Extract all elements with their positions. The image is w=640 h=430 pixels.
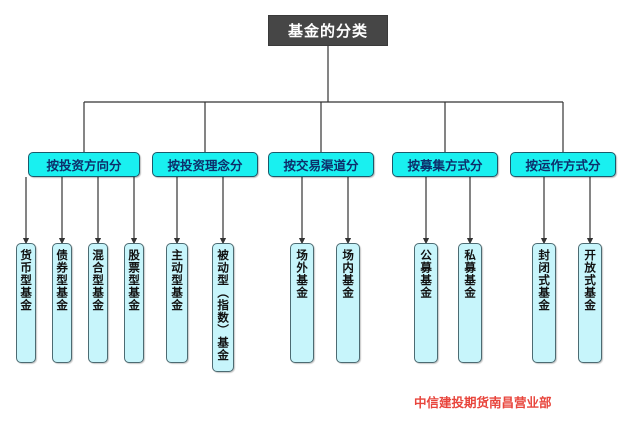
leaf-label: 场外基金 [295, 249, 310, 299]
leaf-box-1-1[interactable]: 货币型基金 [16, 243, 36, 363]
diagram-title-box: 基金的分类 [268, 15, 388, 46]
leaf-box-2-2[interactable]: 被动型（指数）基金 [212, 243, 234, 372]
category-label: 按募集方式分 [407, 158, 483, 173]
leaf-label: 私募基金 [463, 249, 478, 299]
leaf-box-4-2[interactable]: 私募基金 [458, 243, 482, 363]
leaf-box-5-2[interactable]: 开放式基金 [578, 243, 602, 363]
leaf-box-3-2[interactable]: 场内基金 [336, 243, 360, 363]
leaf-label: 开放式基金 [583, 249, 598, 312]
leaf-label: 公募基金 [419, 249, 434, 299]
leaf-box-1-4[interactable]: 股票型基金 [124, 243, 144, 363]
category-box-5[interactable]: 按运作方式分 [510, 152, 616, 177]
footer-note: 中信建投期货南昌营业部 [414, 395, 552, 410]
leaf-box-4-1[interactable]: 公募基金 [414, 243, 438, 363]
leaf-label: 场内基金 [341, 249, 356, 299]
category-label: 按运作方式分 [525, 158, 601, 173]
leaf-label: 主动型基金 [170, 249, 185, 312]
leaf-box-2-1[interactable]: 主动型基金 [166, 243, 188, 363]
leaf-label: 货币型基金 [19, 249, 34, 312]
leaf-label: 封闭式基金 [537, 249, 552, 312]
leaf-box-1-3[interactable]: 混合型基金 [88, 243, 108, 363]
leaf-label: 股票型基金 [127, 249, 142, 312]
leaf-label: 被动型（指数）基金 [216, 249, 231, 362]
category-box-4[interactable]: 按募集方式分 [392, 152, 498, 177]
category-label: 按投资方向分 [46, 158, 122, 173]
category-box-1[interactable]: 按投资方向分 [28, 152, 140, 177]
category-label: 按交易渠道分 [283, 158, 359, 173]
leaf-box-1-2[interactable]: 债券型基金 [52, 243, 72, 363]
category-box-2[interactable]: 按投资理念分 [152, 152, 258, 177]
leaf-box-5-1[interactable]: 封闭式基金 [532, 243, 556, 363]
leaf-label: 债券型基金 [55, 249, 70, 312]
diagram-title-label: 基金的分类 [287, 22, 368, 40]
leaf-label: 混合型基金 [91, 249, 106, 312]
category-box-3[interactable]: 按交易渠道分 [268, 152, 374, 177]
leaf-box-3-1[interactable]: 场外基金 [290, 243, 314, 363]
category-label: 按投资理念分 [167, 158, 243, 173]
